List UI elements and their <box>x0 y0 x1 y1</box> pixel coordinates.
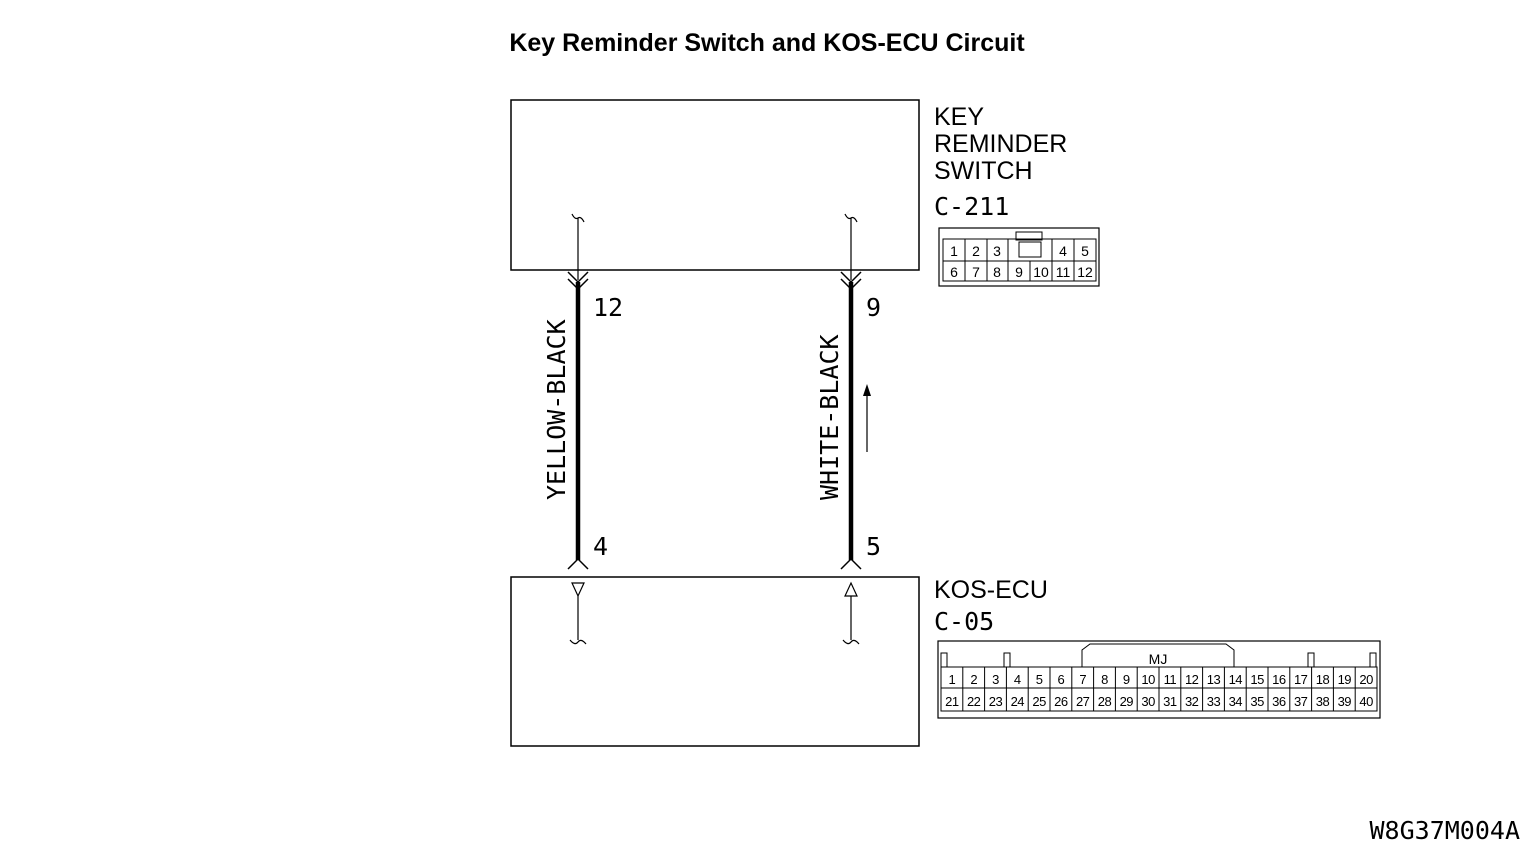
c05-pin-18: 18 <box>1316 672 1330 687</box>
c05-pin-36: 36 <box>1272 694 1286 709</box>
c05-pin-33: 33 <box>1207 694 1221 709</box>
c05-pin-12: 12 <box>1185 672 1199 687</box>
c211-pin-10: 10 <box>1033 264 1049 280</box>
wire-yellow-black <box>567 213 589 645</box>
c05-pin-8: 8 <box>1101 672 1108 687</box>
key-reminder-switch-box <box>510 99 920 271</box>
c05-pin-22: 22 <box>967 694 981 709</box>
c05-pin-28: 28 <box>1098 694 1112 709</box>
wire-white-black <box>840 213 862 645</box>
c05-pin-14: 14 <box>1229 672 1243 687</box>
c05-pin-4: 4 <box>1014 672 1021 687</box>
c211-pin-2: 2 <box>972 243 980 259</box>
c05-pin-17: 17 <box>1294 672 1308 687</box>
wire-1-top-pin: 12 <box>593 293 623 322</box>
c05-pin-1: 1 <box>949 672 956 687</box>
c05-pin-37: 37 <box>1294 694 1308 709</box>
diagram-title: Key Reminder Switch and KOS-ECU Circuit <box>509 29 1025 57</box>
c05-pin-19: 19 <box>1338 672 1352 687</box>
c211-pin-8: 8 <box>993 264 1001 280</box>
wire-1-bottom-pin: 4 <box>593 532 608 561</box>
c211-pin-1: 1 <box>950 243 958 259</box>
c05-pin-2: 2 <box>970 672 977 687</box>
c05-pin-38: 38 <box>1316 694 1330 709</box>
c211-pin-5: 5 <box>1081 243 1089 259</box>
c05-pin-20: 20 <box>1359 672 1373 687</box>
c05-pin-27: 27 <box>1076 694 1090 709</box>
c05-pin-30: 30 <box>1141 694 1155 709</box>
key-switch-connector-id: C-211 <box>934 192 1009 221</box>
c05-pin-5: 5 <box>1036 672 1043 687</box>
c05-pin-29: 29 <box>1120 694 1134 709</box>
c05-pin-6: 6 <box>1058 672 1065 687</box>
c05-mj-label: MJ <box>1149 651 1168 667</box>
wire-2-color-label: WHITE-BLACK <box>815 334 844 500</box>
c05-pin-34: 34 <box>1229 694 1243 709</box>
c05-pin-21: 21 <box>945 694 959 709</box>
c05-pin-9: 9 <box>1123 672 1130 687</box>
c05-pin-39: 39 <box>1338 694 1352 709</box>
c05-pin-7: 7 <box>1079 672 1086 687</box>
kos-ecu-connector-id: C-05 <box>934 607 994 636</box>
wire-2-bottom-pin: 5 <box>866 532 881 561</box>
c05-pin-15: 15 <box>1250 672 1264 687</box>
c05-pin-3: 3 <box>992 672 999 687</box>
signal-direction-arrow-icon <box>863 384 871 452</box>
c05-pin-16: 16 <box>1272 672 1286 687</box>
c211-pin-9: 9 <box>1015 264 1023 280</box>
figure-code: W8G37M004A <box>1369 816 1520 845</box>
wire-2-top-pin: 9 <box>866 293 881 322</box>
c211-pin-7: 7 <box>972 264 980 280</box>
c211-pin-4: 4 <box>1059 243 1067 259</box>
wire-1-color-label: YELLOW-BLACK <box>542 319 571 500</box>
c211-pin-6: 6 <box>950 264 958 280</box>
c05-pin-26: 26 <box>1054 694 1068 709</box>
c05-pin-25: 25 <box>1032 694 1046 709</box>
kos-ecu-box <box>510 576 920 747</box>
c05-pin-32: 32 <box>1185 694 1199 709</box>
key-switch-name-line-1: KEY <box>934 103 984 131</box>
key-switch-name-line-3: SWITCH <box>934 157 1033 185</box>
c05-pin-13: 13 <box>1207 672 1221 687</box>
c05-pin-23: 23 <box>989 694 1003 709</box>
c211-pin-12: 12 <box>1077 264 1093 280</box>
c05-pin-40: 40 <box>1359 694 1373 709</box>
kos-ecu-name: KOS-ECU <box>934 576 1048 604</box>
connector-c211-face: 1 2 3 4 5 6 7 8 9 10 11 12 <box>938 227 1100 287</box>
c05-pin-24: 24 <box>1011 694 1025 709</box>
c211-pin-11: 11 <box>1056 264 1071 280</box>
c05-pin-11: 11 <box>1164 672 1177 687</box>
c05-pin-35: 35 <box>1250 694 1264 709</box>
c211-pin-3: 3 <box>993 243 1001 259</box>
c05-pin-31: 31 <box>1163 694 1177 709</box>
key-switch-name-line-2: REMINDER <box>934 130 1067 158</box>
c05-pin-10: 10 <box>1141 672 1155 687</box>
